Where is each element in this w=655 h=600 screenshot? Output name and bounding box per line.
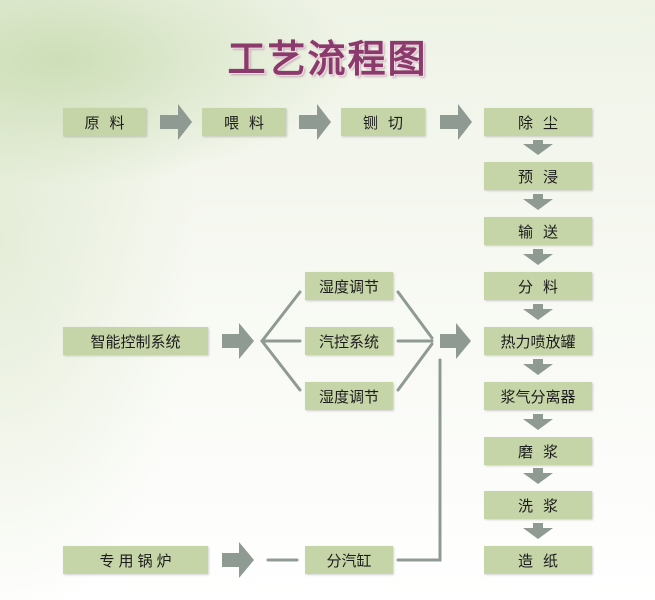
node-conveying: 输送 <box>484 217 592 245</box>
node-washing: 洗浆 <box>484 491 592 519</box>
arrow-down-2 <box>523 194 553 210</box>
arrow-down-7 <box>523 468 553 484</box>
arrow-into-blow-tank <box>440 323 471 359</box>
arrow-raw-to-feeding <box>160 104 192 140</box>
node-feeding: 喂料 <box>202 108 286 136</box>
arrow-down-3 <box>523 249 553 265</box>
arrow-cutting-to-dust <box>440 104 472 140</box>
line-converge-upper <box>396 290 434 340</box>
line-cylinder-to-junction <box>396 358 442 562</box>
arrow-boiler-out <box>222 542 254 578</box>
node-steam-cylinder: 分汽缸 <box>305 546 393 574</box>
line-fan-lower <box>260 339 302 392</box>
node-blow-tank: 热力喷放罐 <box>484 327 592 355</box>
node-dedicated-boiler: 专用锅炉 <box>63 546 208 574</box>
node-steam-control-system: 汽控系统 <box>305 327 393 355</box>
diagram-title: 工艺流程图 <box>227 36 428 81</box>
node-smart-control-system: 智能控制系统 <box>63 327 208 355</box>
arrow-down-4 <box>523 304 553 320</box>
line-converge-lower <box>396 342 434 392</box>
arrow-down-1 <box>523 140 553 155</box>
line-fan-upper <box>260 290 302 343</box>
node-cutting: 铡切 <box>341 108 425 136</box>
arrow-down-8 <box>523 523 553 539</box>
node-steam-separator: 浆气分离器 <box>484 382 592 410</box>
arrow-feeding-to-cutting <box>299 104 331 140</box>
node-humidity-control-1: 湿度调节 <box>305 272 393 300</box>
node-humidity-control-2: 湿度调节 <box>305 382 393 410</box>
node-presoak: 预浸 <box>484 162 592 190</box>
node-dust-removal: 除尘 <box>484 108 592 136</box>
arrow-down-6 <box>523 414 553 430</box>
arrow-control-out <box>222 323 254 359</box>
arrow-down-5 <box>523 359 553 375</box>
node-papermaking: 造纸 <box>484 546 592 574</box>
node-raw-material: 原料 <box>63 108 146 136</box>
node-distribution: 分料 <box>484 272 592 300</box>
node-refining: 磨浆 <box>484 437 592 465</box>
